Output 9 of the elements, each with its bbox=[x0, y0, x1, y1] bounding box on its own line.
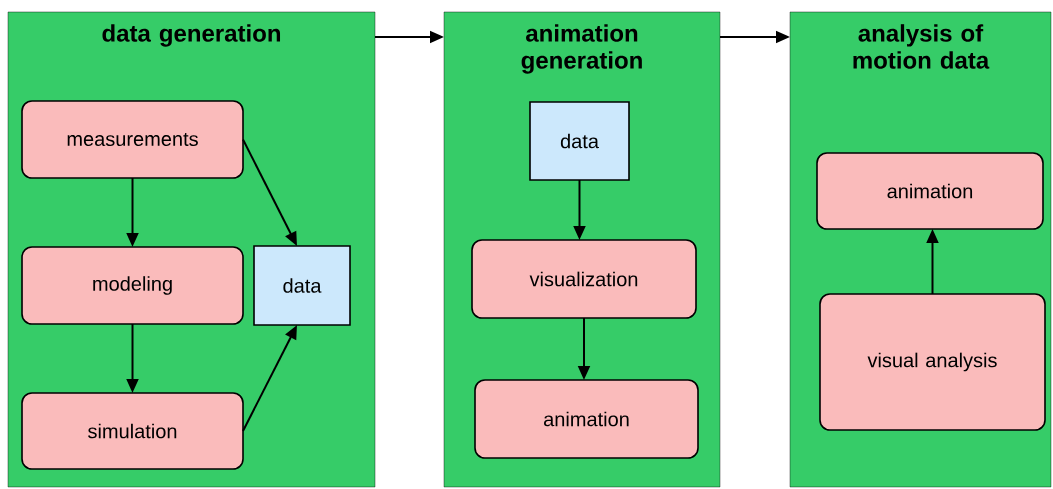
process-box: measurements bbox=[21, 100, 244, 179]
process-box: visualization bbox=[471, 239, 697, 319]
process-box: animation bbox=[816, 152, 1044, 230]
data-box: data bbox=[529, 101, 630, 181]
process-box: simulation bbox=[21, 392, 244, 470]
process-box: animation bbox=[474, 379, 699, 459]
process-box: modeling bbox=[21, 246, 244, 325]
process-box: visual analysis bbox=[819, 293, 1046, 431]
data-box: data bbox=[253, 245, 351, 326]
